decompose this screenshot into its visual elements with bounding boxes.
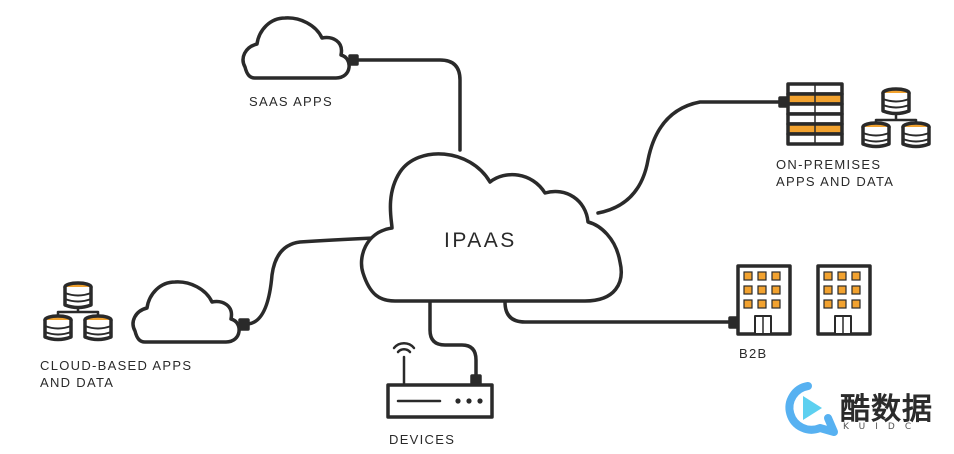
devices-connector: [428, 298, 478, 380]
cloud-based-label-line1: CLOUD-BASED APPS: [40, 358, 193, 373]
saas-cloud-icon: [241, 16, 351, 80]
cloud-based-connector: [246, 236, 376, 326]
router-icon: [386, 342, 494, 419]
b2b-connector: [503, 300, 735, 324]
devices-label: DEVICES: [389, 432, 456, 447]
cloud-based-plug: [238, 318, 250, 331]
server-rack-icon: [786, 82, 844, 146]
ipaas-label: IPAAS: [444, 229, 517, 252]
cloud-based-cloud-icon: [131, 280, 241, 344]
cloud-based-label-line2: AND DATA: [40, 375, 115, 390]
cloud-database-icon: [43, 281, 113, 342]
building-windows: [743, 271, 861, 309]
router-lights: [455, 398, 483, 404]
watermark-text: 酷数据: [840, 392, 933, 427]
saas-connector: [352, 58, 462, 152]
saas-plug: [348, 54, 359, 66]
saas-apps-label: SAAS APPS: [249, 94, 333, 109]
onprem-label-line2: APPS AND DATA: [776, 174, 895, 189]
kuidc-logo-icon: [785, 382, 838, 436]
ipaas-cloud: [359, 152, 623, 303]
onprem-database-icon: [861, 87, 931, 149]
b2b-label: B2B: [739, 346, 768, 361]
onprem-label-line1: ON-PREMISES: [776, 157, 882, 172]
onprem-connector: [596, 100, 784, 215]
watermark-subtext: KUIDC: [843, 422, 922, 432]
